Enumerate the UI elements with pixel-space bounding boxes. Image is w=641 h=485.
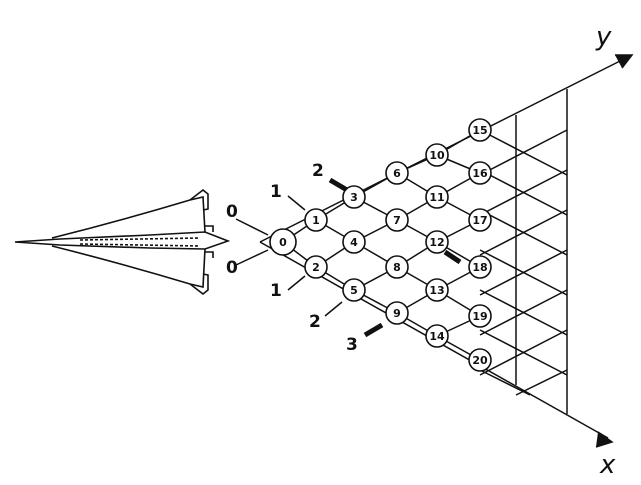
node-label-16: 16 [472, 167, 488, 180]
node-label-9: 9 [393, 307, 401, 320]
tag-bottom-2: 2 [309, 312, 321, 332]
node-label-5: 5 [350, 284, 358, 297]
node-label-2: 2 [312, 261, 320, 274]
node-label-11: 11 [429, 191, 444, 204]
node-label-0: 0 [279, 236, 287, 249]
node-label-4: 4 [350, 236, 358, 249]
tag-top-2: 2 [312, 161, 324, 181]
aircraft-icon [15, 190, 228, 294]
tag-top-1: 1 [270, 182, 282, 202]
x-axis-label: x [599, 450, 616, 480]
node-label-15: 15 [472, 124, 487, 137]
tag-bottom-3: 3 [346, 335, 358, 355]
node-label-3: 3 [350, 191, 358, 204]
node-label-1: 1 [312, 214, 320, 227]
node-label-10: 10 [429, 149, 445, 162]
y-axis-label: y [595, 22, 612, 52]
node-label-12: 12 [429, 236, 444, 249]
node-label-14: 14 [429, 330, 445, 343]
node-label-17: 17 [472, 214, 487, 227]
node-label-18: 18 [472, 261, 487, 274]
node-label-20: 20 [472, 354, 488, 367]
node-label-6: 6 [393, 167, 401, 180]
node-label-13: 13 [429, 284, 444, 297]
tag-bottom-1: 1 [270, 281, 282, 301]
tag-top-0: 0 [226, 202, 238, 222]
x-arrow-icon [596, 432, 612, 447]
node-label-7: 7 [393, 214, 401, 227]
node-label-8: 8 [393, 261, 401, 274]
tag-bottom-0: 0 [226, 258, 238, 278]
node-label-19: 19 [472, 310, 487, 323]
